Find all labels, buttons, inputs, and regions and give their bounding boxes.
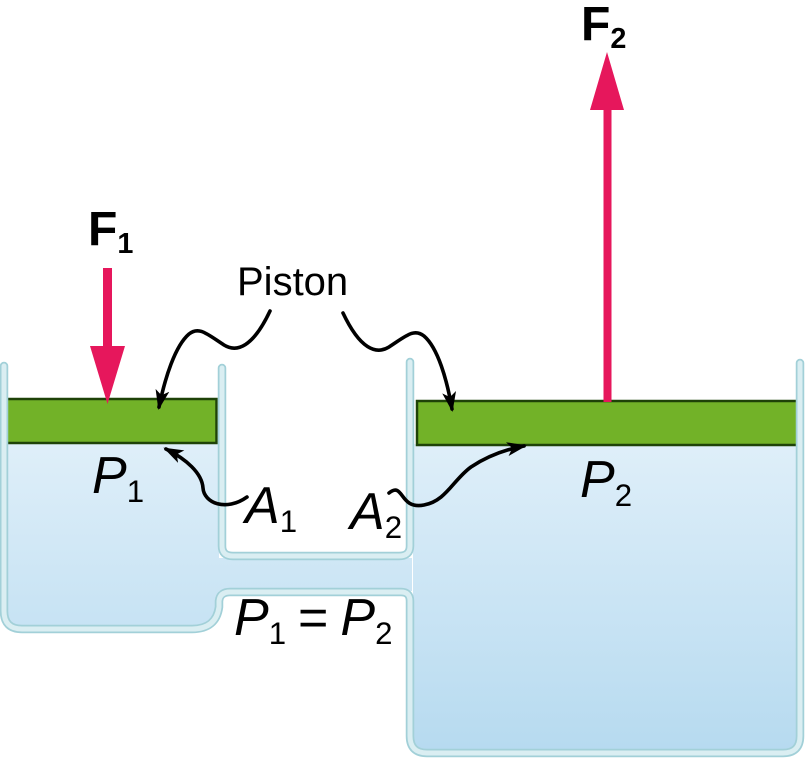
pressure1-subscript: 1 [126, 473, 145, 509]
fluid-left-cylinder [5, 441, 219, 628]
pressure2-symbol: P [580, 451, 615, 509]
area1-pointer-arrow [163, 447, 249, 507]
vessel-outer-wall [1, 360, 803, 756]
force1-down-arrow [90, 268, 125, 404]
area2-label: A2 [350, 483, 402, 543]
piston-right [415, 399, 800, 447]
vessel-divider-wall [219, 359, 413, 559]
area2-symbol: A [350, 483, 385, 541]
pressure1-label: P1 [92, 447, 144, 507]
piston-label: Piston [237, 260, 349, 304]
force1-subscript: 1 [117, 228, 134, 261]
equation-rhs-symbol: P [340, 589, 376, 647]
piston-left [5, 397, 218, 445]
pressure1-symbol: P [92, 447, 127, 505]
fluid-connecting-channel [196, 558, 412, 591]
area1-label: A1 [245, 477, 297, 537]
fluid-right-cylinder [413, 444, 801, 754]
force1-symbol: F [88, 203, 118, 256]
equation-lhs-subscript: 1 [268, 615, 287, 651]
pressure2-subscript: 2 [614, 477, 633, 513]
force2-up-arrow [590, 52, 624, 402]
equation-lhs-symbol: P [234, 589, 269, 647]
piston-pointer-right-arrow [341, 311, 457, 412]
force2-symbol: F [581, 0, 611, 51]
force1-label: F1 [88, 203, 133, 259]
area2-subscript: 2 [384, 509, 403, 545]
force2-label: F2 [581, 0, 626, 54]
area1-symbol: A [245, 477, 280, 535]
force2-subscript: 2 [610, 23, 627, 56]
equation-rhs-subscript: 2 [375, 615, 393, 651]
equation-equals-sign: = [298, 589, 329, 647]
piston-pointer-left-arrow [155, 309, 272, 410]
area1-subscript: 1 [279, 503, 298, 539]
pressure-equality-equation: P1=P2 [234, 589, 392, 649]
pressure2-label: P2 [580, 451, 632, 511]
area2-pointer-arrow [387, 442, 527, 508]
